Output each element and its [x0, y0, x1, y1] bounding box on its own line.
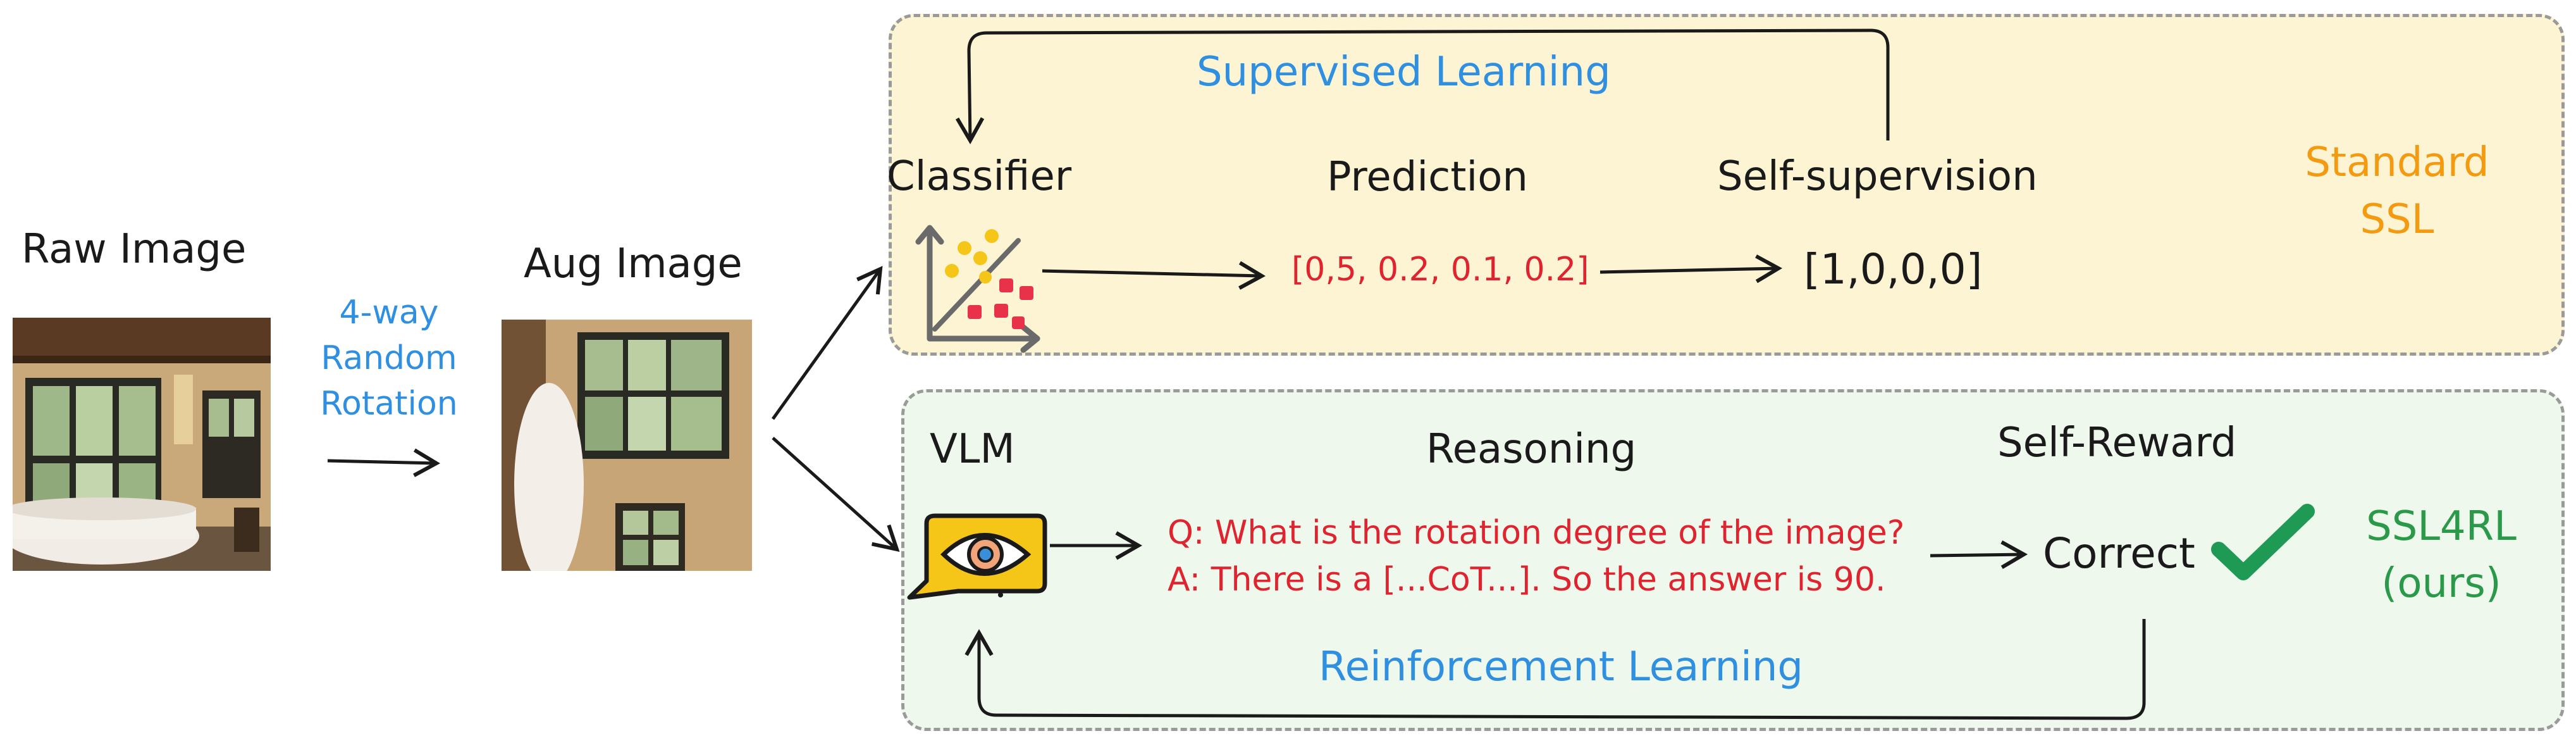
ssl4rl-tag-line1: SSL4RL [2366, 503, 2517, 550]
aug-image [502, 320, 752, 571]
transform-label-line3: Rotation [320, 385, 458, 423]
raw-image [13, 318, 271, 571]
scatter-classifier-icon [915, 225, 1040, 353]
to-vlm-arrow [772, 437, 900, 553]
checkmark-icon [2211, 504, 2315, 580]
reinforcement-learning-label: Reinforcement Learning [1319, 644, 1804, 690]
self-reward-label: Self-Reward [1997, 420, 2237, 466]
prediction-to-target-arrow [1599, 254, 1783, 284]
reinforcement-loop-arrow [964, 619, 2146, 720]
target-value: [1,0,0,0] [1804, 245, 1983, 294]
ssl4rl-panel [901, 389, 2565, 731]
standard-ssl-tag-line2: SSL [2360, 196, 2434, 243]
rotation-arrow [327, 448, 441, 477]
standard-ssl-tag-line1: Standard [2305, 139, 2489, 186]
transform-label-line2: Random [321, 339, 457, 377]
transform-label-line1: 4-way [339, 294, 439, 332]
answer-text: A: There is a [...CoT...]. So the answer… [1168, 561, 1886, 599]
prediction-value: [0,5, 0.2, 0.1, 0.2] [1291, 251, 1589, 289]
raw-image-label: Raw Image [22, 226, 247, 273]
correct-label: Correct [2043, 529, 2195, 578]
eye-chat-icon [907, 513, 1047, 600]
vlm-label: VLM [930, 426, 1015, 473]
standard-ssl-panel [889, 14, 2565, 356]
reasoning-to-correct-arrow [1930, 540, 2028, 570]
reasoning-label: Reasoning [1426, 426, 1637, 473]
prediction-label: Prediction [1327, 154, 1528, 201]
supervised-learning-label: Supervised Learning [1197, 49, 1611, 96]
aug-image-label: Aug Image [524, 240, 743, 287]
question-text: Q: What is the rotation degree of the im… [1168, 514, 1905, 552]
supervised-loop-arrow [955, 28, 1890, 145]
self-supervision-label: Self-supervision [1717, 153, 2038, 200]
classifier-label: Classifier [887, 153, 1072, 200]
ssl4rl-tag-line2: (ours) [2381, 560, 2501, 607]
classifier-to-prediction-arrow [1042, 261, 1266, 290]
to-classifier-arrow [771, 266, 883, 420]
